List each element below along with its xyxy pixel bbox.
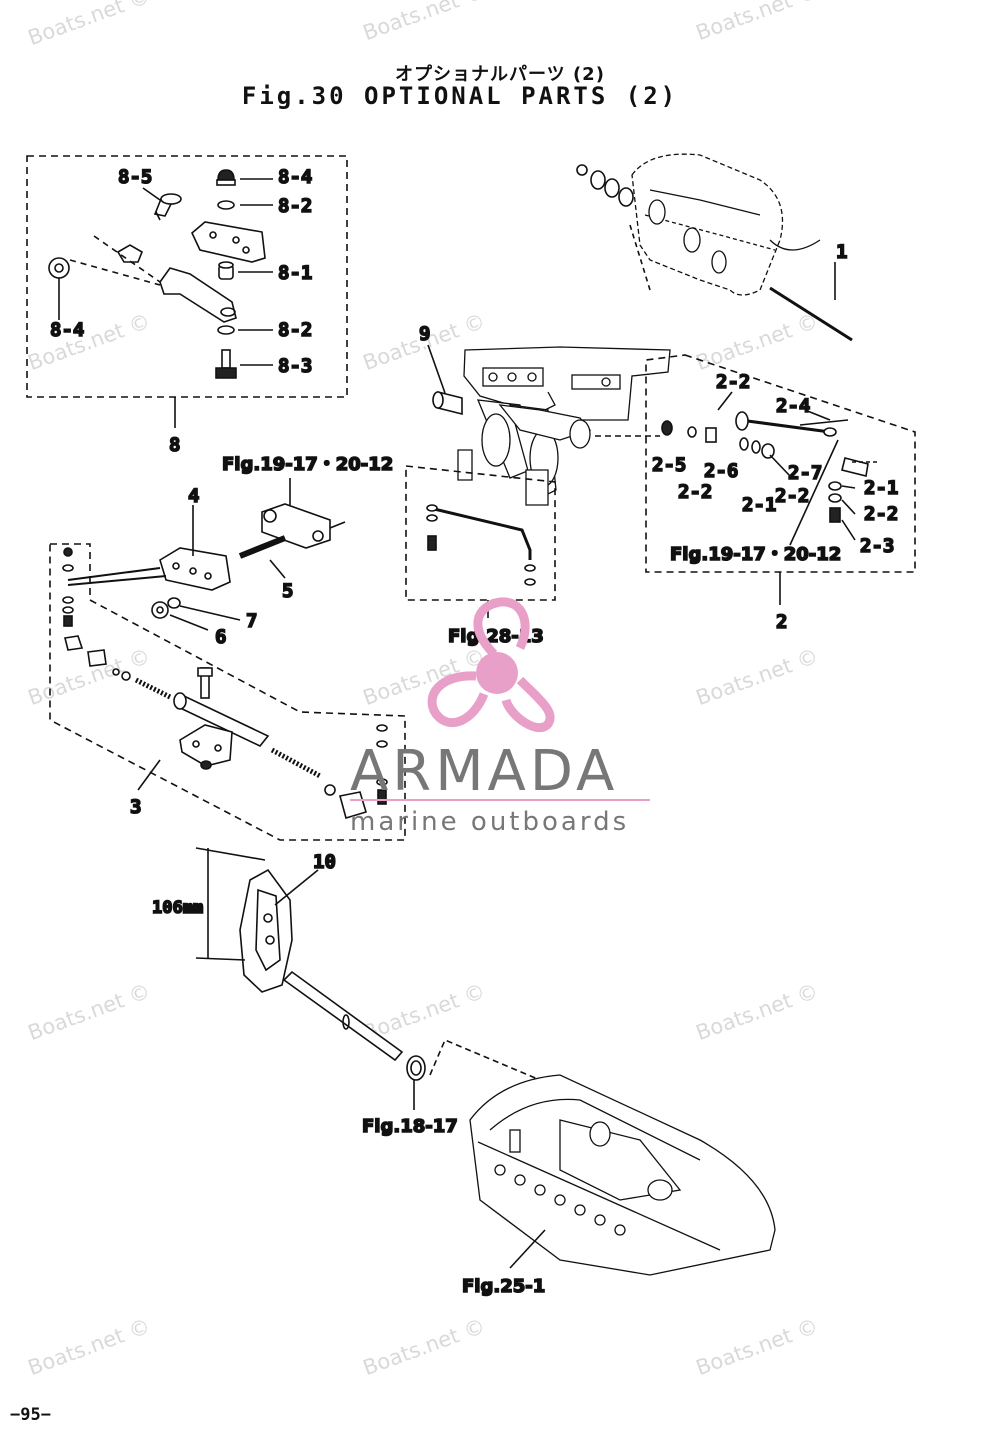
- ref-fig-19-17-20-12-b: Fig.19-17・20-12: [670, 544, 841, 565]
- shaft-3-part: [64, 635, 388, 820]
- dim-line-top: [195, 847, 266, 861]
- small-bolts-3-part: [62, 547, 74, 627]
- bolt-8-3-part: [215, 349, 237, 379]
- lower-cowling-part: [469, 1074, 776, 1276]
- collar-8-1-part: [218, 261, 234, 280]
- callout-8-3: 8-3: [278, 355, 312, 377]
- ref-fig-25-1: Fig.25-1: [462, 1276, 545, 1297]
- ref-fig-19-17-20-12-a: Fig.19-17・20-12: [222, 454, 393, 475]
- callout-8-2-lower: 8-2: [278, 319, 312, 341]
- washer-7-part: [167, 597, 181, 609]
- dimension-106mm: 106mm: [152, 898, 203, 918]
- leader-2-7: [769, 454, 791, 477]
- dim-line-bottom: [195, 957, 246, 961]
- callout-6: 6: [215, 626, 226, 648]
- leader-5: [269, 559, 286, 579]
- callout-8-1: 8-1: [278, 262, 312, 284]
- leader-2-4: [804, 409, 831, 421]
- callout-2-6: 2-6: [704, 460, 738, 482]
- leader-3: [137, 759, 161, 791]
- leader-8-5: [142, 187, 161, 201]
- callout-10: 10: [313, 851, 336, 873]
- leader-10: [274, 869, 319, 906]
- washer-8-2-lower-part: [217, 325, 235, 335]
- callout-2-1b: 2-1: [864, 477, 898, 499]
- callout-3: 3: [130, 796, 141, 818]
- logo-wordmark: ARMADA: [350, 739, 618, 804]
- mounting-bracket-part: [631, 153, 821, 296]
- callout-9: 9: [419, 323, 430, 345]
- armada-logo: ARMADA marine outboards: [350, 597, 650, 837]
- leader-fig19b: [789, 439, 839, 546]
- callout-2-2c: 2-2: [775, 485, 809, 507]
- callout-2-1: 2-1: [742, 494, 776, 516]
- callout-2-3: 2-3: [860, 535, 894, 557]
- callout-8: 8: [169, 434, 180, 456]
- nut-6-part: [151, 601, 169, 619]
- dash-bracket: [629, 224, 651, 291]
- fig-28-box: [405, 465, 556, 601]
- figure-title: Fig.30 OPTIONAL PARTS (2): [241, 82, 679, 110]
- callout-1: 1: [836, 241, 847, 263]
- leader-2-2a: [717, 391, 733, 411]
- callout-7: 7: [246, 610, 257, 632]
- engine-bracket-assembly: [457, 346, 671, 506]
- callout-4: 4: [188, 485, 199, 507]
- callout-2-5: 2-5: [652, 454, 686, 476]
- group-8-box: [26, 155, 348, 398]
- callout-2-2b: 2-2: [678, 481, 712, 503]
- link-5-part: [238, 503, 346, 559]
- leader-9: [427, 344, 446, 394]
- callout-2-2a: 2-2: [716, 371, 750, 393]
- washer-stack-part: [576, 164, 634, 207]
- leader-2-3: [841, 519, 856, 541]
- dash-axis-b: [69, 259, 161, 286]
- dash-axis-a: [93, 235, 161, 283]
- collar-9-part: [432, 390, 463, 416]
- callout-2-4: 2-4: [776, 395, 810, 417]
- leader-2-2c: [841, 499, 856, 515]
- page-number: −95−: [10, 1405, 51, 1425]
- callout-8-5: 8-5: [118, 166, 152, 188]
- propeller-hub: [476, 652, 518, 694]
- small-parts-2-part: [661, 420, 878, 523]
- nut-8-4-part: [216, 169, 236, 186]
- clip-part: [116, 244, 143, 263]
- leader-fig25: [509, 1229, 546, 1269]
- tiller-handle-part: [239, 868, 426, 1081]
- leader-2-1a: [841, 485, 856, 489]
- long-bolt-part: [769, 286, 853, 342]
- plate-4-part: [67, 547, 231, 591]
- lever-arm-part: [159, 267, 237, 323]
- callout-2-2d: 2-2: [864, 503, 898, 525]
- rod-2-4-part: [735, 411, 849, 437]
- leader-6: [169, 614, 209, 631]
- washer-8-2-part: [217, 200, 235, 210]
- callout-8-4: 8-4: [278, 166, 312, 188]
- callout-5: 5: [282, 580, 293, 602]
- linkage-rod-part: [426, 504, 536, 586]
- title-japanese: オプショナルパーツ (2): [395, 64, 605, 85]
- ref-fig-18-17: Fig.18-17: [362, 1116, 458, 1137]
- bracket-plate-part: [191, 221, 266, 263]
- leader-7: [179, 605, 241, 621]
- logo-tagline: marine outboards: [350, 807, 629, 837]
- callout-8-4-left: 8-4: [50, 319, 84, 341]
- callout-2: 2: [776, 611, 787, 633]
- nut-8-4-left-part: [48, 257, 70, 279]
- callout-8-2: 8-2: [278, 195, 312, 217]
- dash-tiller: [429, 1038, 541, 1081]
- callout-2-7: 2-7: [788, 462, 822, 484]
- bolt-8-5-part: [153, 193, 182, 221]
- propeller-icon: [427, 597, 555, 733]
